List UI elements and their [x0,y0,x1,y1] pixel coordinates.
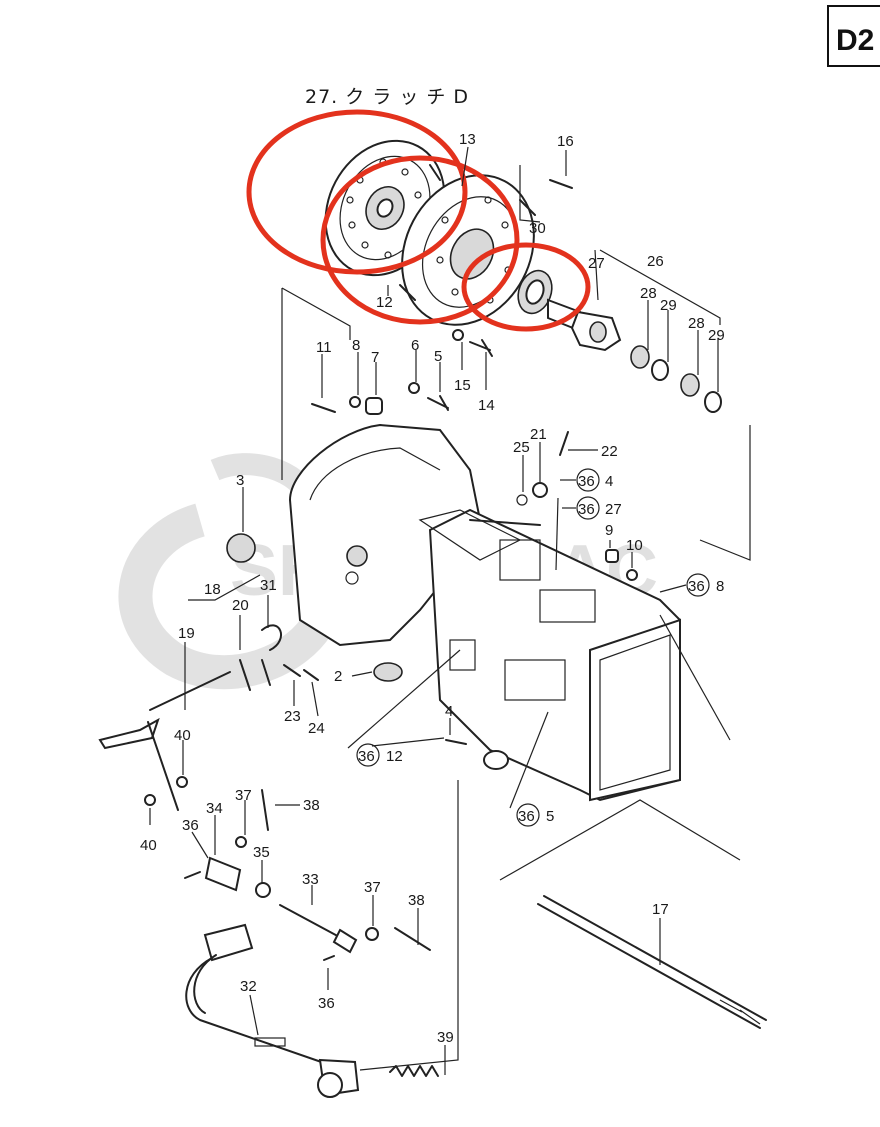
callout-37b: 37 [364,879,381,896]
callout-3: 3 [236,472,244,489]
callout-5: 5 [434,348,442,365]
callout-24: 24 [308,720,325,737]
page-code: D2 [836,24,874,57]
callout-33: 33 [302,871,319,888]
callout-16: 16 [557,133,574,150]
callout-32: 32 [240,978,257,995]
shaft-17 [537,895,767,1029]
callout-38a: 38 [303,797,320,814]
callout-29a: 29 [660,297,677,314]
callout-15: 15 [454,377,471,394]
release-bearing [517,269,582,332]
page-code-box: D2 [827,5,880,67]
boss [483,750,509,770]
pressure-plate-highlight [320,155,520,325]
release-hub [570,310,622,352]
callout-4: 4 [445,703,453,720]
callout-13: 13 [459,131,476,148]
callout-18: 18 [204,581,221,598]
callout-36-12-suffix: 12 [386,748,403,765]
callout-34: 34 [206,800,223,817]
callout-36-27: 36 27 [576,496,622,520]
bushings [630,345,722,413]
callout-14: 14 [478,397,495,414]
washer-10 [626,569,638,581]
callout-21: 21 [530,426,547,443]
callout-28b: 28 [688,315,705,332]
release-bearing-highlight [461,242,591,332]
highlight-circles [246,109,591,332]
callout-37a: 37 [235,787,252,804]
callout-36a: 36 [182,817,199,834]
callout-30: 30 [529,220,546,237]
callout-36-5-suffix: 5 [546,808,554,825]
callout-36-27-suffix: 27 [605,501,622,518]
callout-40b: 40 [140,837,157,854]
callout-36-5: 36 5 [516,803,554,827]
callout-23: 23 [284,708,301,725]
callout-7: 7 [371,349,379,366]
clutch-disc-highlight [246,109,468,275]
callout-12: 12 [376,294,393,311]
callout-20: 20 [232,597,249,614]
callout-2: 2 [334,668,342,685]
callout-36-12: 36 12 [356,743,403,767]
callout-36-8-suffix: 8 [716,578,724,595]
callout-17: 17 [652,901,669,918]
plug-2 [373,662,403,682]
pressure-plate [399,164,536,326]
callout-29b: 29 [708,327,725,344]
transmission-case [418,508,681,802]
callout-8: 8 [352,337,360,354]
callout-numbers: 13 16 30 12 27 26 28 29 28 29 11 8 7 6 5… [140,131,725,1046]
callout-31: 31 [260,577,277,594]
svg-text:36: 36 [578,473,595,490]
clutch-linkage [184,789,431,961]
callout-36b: 36 [318,995,335,1012]
spring-39 [389,1065,439,1077]
release-fork-shaft [98,624,319,811]
clutch-housing [288,423,482,647]
pin-22 [559,431,569,456]
callout-35: 35 [253,844,270,861]
leader-lines [149,146,751,1075]
diagram-title: 27. ク ラ ッ チ D [305,86,469,108]
callout-6: 6 [411,337,419,354]
callout-38b: 38 [408,892,425,909]
bolt-4 [445,739,467,745]
callout-40a: 40 [174,727,191,744]
nut-9 [605,549,619,563]
svg-text:36: 36 [358,748,375,765]
callout-36-8: 36 8 [686,573,724,597]
callout-36-4: 36 4 [576,468,613,492]
svg-text:36: 36 [688,578,705,595]
clutch-pedal [185,923,360,1098]
callout-9: 9 [605,522,613,539]
washer-21 [532,482,548,498]
callout-39: 39 [437,1029,454,1046]
callout-19: 19 [178,625,195,642]
callout-22: 22 [601,443,618,460]
plug-3 [226,533,256,563]
callout-10: 10 [626,537,643,554]
pin-16 [549,179,573,189]
svg-text:36: 36 [518,808,535,825]
callout-25: 25 [513,439,530,456]
svg-text:36: 36 [578,501,595,518]
callout-36-4-suffix: 4 [605,473,613,490]
callout-27: 27 [588,255,605,272]
callout-28a: 28 [640,285,657,302]
ring-25 [516,494,528,506]
callout-11: 11 [316,339,332,356]
bolts-upper [311,329,493,415]
callout-26: 26 [647,253,664,270]
